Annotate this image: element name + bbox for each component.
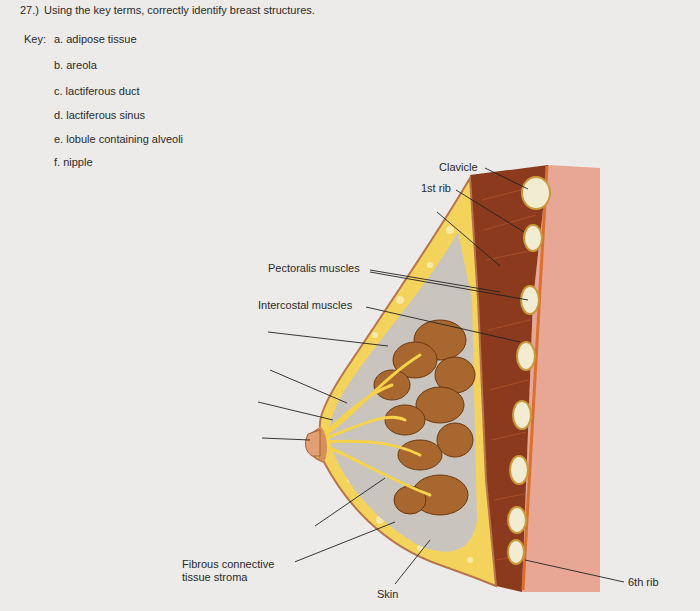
part-label: Fibrous connective tissue stroma xyxy=(181,558,295,584)
drawing-part xyxy=(522,177,550,209)
drawing-part xyxy=(508,507,526,533)
drawing-part xyxy=(366,307,520,342)
leader-lines xyxy=(258,168,624,584)
drawing-part xyxy=(268,332,388,346)
part-label: 6th rib xyxy=(627,576,660,589)
part-label: Pectoralis muscles xyxy=(267,262,361,275)
nipple xyxy=(305,430,320,456)
drawing-part xyxy=(437,212,500,266)
key-heading: Key: xyxy=(24,33,46,46)
drawing-part xyxy=(396,296,404,304)
drawing-part xyxy=(486,250,534,260)
drawing-part xyxy=(318,443,430,495)
drawing-part xyxy=(485,168,528,189)
question-title: Using the key terms, correctly identify … xyxy=(44,4,315,17)
stroma-region xyxy=(329,232,477,552)
drawing-part xyxy=(262,438,310,440)
drawing-part xyxy=(270,370,347,403)
drawing-part xyxy=(446,226,454,234)
drawing-part xyxy=(395,540,430,584)
part-label: Intercostal muscles xyxy=(257,299,353,312)
drawing-part xyxy=(292,522,395,563)
key-item: e. lobule containing alveoli xyxy=(54,133,183,146)
drawing-part xyxy=(437,423,473,457)
drawing-part xyxy=(427,262,433,268)
drawing-part xyxy=(372,332,378,338)
drawing-part xyxy=(456,190,524,232)
ribs xyxy=(508,177,550,564)
ducts xyxy=(318,355,430,495)
part-label: 1st rib xyxy=(420,182,452,195)
key-item: d. lactiferous sinus xyxy=(54,109,145,122)
drawing-part xyxy=(370,270,500,292)
question-number: 27.) xyxy=(20,4,39,17)
breast-adipose xyxy=(307,178,496,586)
key-item: b. areola xyxy=(54,59,97,72)
drawing-part xyxy=(517,342,535,370)
drawing-part xyxy=(370,272,528,300)
drawing-part xyxy=(494,494,524,500)
key-item: a. adipose tissue xyxy=(54,33,137,46)
drawing-part xyxy=(315,478,385,526)
drawing-part xyxy=(467,557,473,563)
drawing-part xyxy=(318,385,392,439)
drawing-part xyxy=(524,225,542,251)
drawing-part xyxy=(508,540,524,564)
muscle-edge xyxy=(523,166,547,590)
drawing-part xyxy=(513,401,531,429)
key-item: c. lactiferous duct xyxy=(54,85,140,98)
drawing-part xyxy=(490,380,528,390)
drawing-part xyxy=(510,456,528,484)
chest-wall-pink xyxy=(522,165,600,592)
drawing-part xyxy=(521,286,539,314)
drawing-part xyxy=(258,402,333,420)
part-label: Clavicle xyxy=(438,161,479,174)
drawing-part xyxy=(525,560,624,582)
drawing-part xyxy=(488,320,530,330)
drawing-part xyxy=(492,432,526,440)
part-label: Skin xyxy=(376,588,399,601)
key-item: f. nipple xyxy=(54,156,93,169)
